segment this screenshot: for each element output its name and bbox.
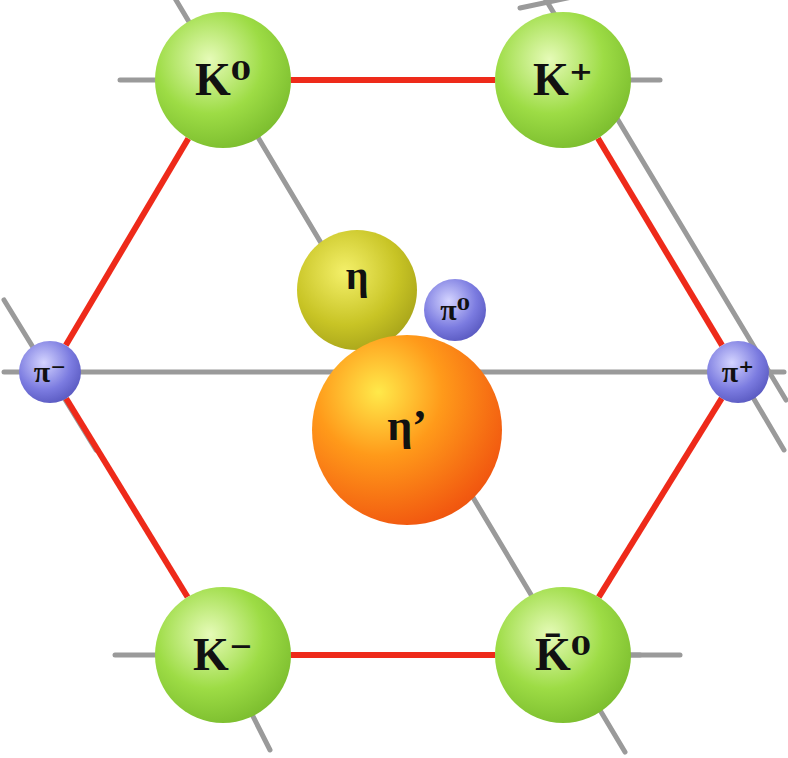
eta-sphere: η [297, 230, 417, 350]
particle-label: K⁰ [195, 57, 251, 103]
particle-label: K̄⁰ [535, 632, 591, 678]
particle-label: K⁻ [193, 632, 253, 678]
hexagon-edge [599, 398, 722, 597]
hexagon-edge [598, 138, 722, 345]
pion-sphere: π⁺ [707, 341, 769, 403]
kaon-sphere: K⁰ [155, 12, 291, 148]
particle-label: π⁺ [722, 357, 754, 387]
hexagon-edge [66, 139, 189, 346]
particle-label: π⁰ [440, 295, 470, 325]
grid-line [520, 0, 605, 8]
kaon-sphere: K⁺ [495, 12, 631, 148]
eta-prime-sphere: η’ [312, 335, 502, 525]
hexagon-edge [66, 398, 187, 597]
kaon-sphere: K̄⁰ [495, 587, 631, 723]
pion-sphere: π⁰ [424, 279, 486, 341]
particle-label: K⁺ [533, 57, 593, 103]
pion-sphere: π⁻ [19, 341, 81, 403]
hexagon-edge [291, 77, 495, 83]
hexagon-edge [291, 652, 495, 658]
kaon-sphere: K⁻ [155, 587, 291, 723]
particle-label: η’ [387, 404, 427, 448]
particle-label: η [346, 256, 369, 296]
particle-label: π⁻ [34, 357, 66, 387]
